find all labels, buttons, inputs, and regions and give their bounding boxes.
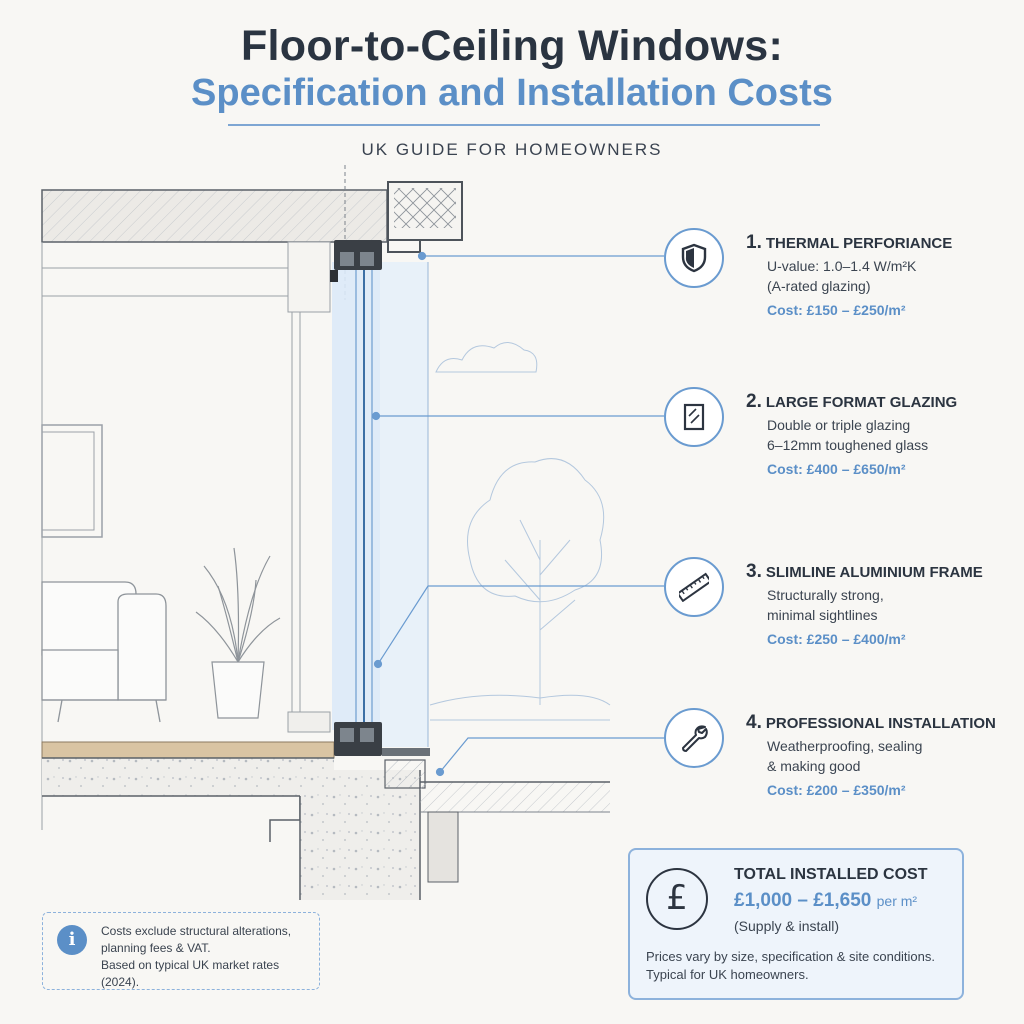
total-note: Prices vary by size, specification & sit… [646,949,936,982]
ceiling-slab [41,189,388,243]
total-title: TOTAL INSTALLED COST [734,866,928,883]
glass-pane-icon [664,387,724,447]
leader-lines [371,251,664,777]
external-ground [420,781,610,883]
callout-title: 3.SLIMLINE ALUMINIUM FRAME [746,561,983,582]
title-divider [228,124,820,126]
callout-title: 1.THERMAL PERFORIANCE [746,232,953,253]
sofa [41,581,167,723]
ruler-icon [664,557,724,617]
info-icon: i [57,925,87,955]
callout-slimline-aluminium-frame: 3.SLIMLINE ALUMINIUM FRAME Structurally … [660,557,1010,667]
pound-icon: £ [646,868,708,930]
callout-thermal-performance: 1.THERMAL PERFORIANCE U-value: 1.0–1.4 W… [660,228,1010,338]
shield-icon [664,228,724,288]
foundation [299,759,426,900]
callout-cost: Cost: £250 – £400/m² [767,631,906,647]
floor-slab [41,741,335,842]
glazing-unit [332,262,429,747]
callout-title: 4.PROFESSIONAL INSTALLATION [746,712,996,733]
callout-cost: Cost: £200 – £350/m² [767,782,906,798]
picture-frame [41,424,103,538]
callout-cost: Cost: £400 – £650/m² [767,461,906,477]
callout-title: 2.LARGE FORMAT GLAZING [746,391,958,412]
callout-description: Weatherproofing, sealing& making good [767,738,923,774]
page-title: Floor-to-Ceiling Windows: [240,22,784,70]
frame-profiles [330,240,430,756]
page-subtitle-title: Specification and Installation Costs [191,72,833,114]
total-cost-panel: £ TOTAL INSTALLED COST £1,000 – £1,650 p… [628,848,964,1000]
callout-professional-installation: 4.PROFESSIONAL INSTALLATION Weatherproof… [660,708,1010,818]
callout-cost: Cost: £150 – £250/m² [767,302,906,318]
page-kicker: UK GUIDE FOR HOMEOWNERS [361,140,663,159]
roof-insulation [387,181,463,253]
wrench-icon [664,708,724,768]
info-note-text: Costs exclude structural alterations,pla… [101,924,292,989]
potted-plant [195,547,281,719]
info-note: i Costs exclude structural alterations,p… [42,912,320,990]
total-value: £1,000 – £1,650 per m² [734,890,918,911]
pound-symbol: £ [666,878,688,918]
callout-description: U-value: 1.0–1.4 W/m²K(A-rated glazing) [767,258,917,294]
callout-large-format-glazing: 2.LARGE FORMAT GLAZING Double or triple … [660,387,1010,497]
total-subtitle: (Supply & install) [734,918,840,934]
exterior-landscape [429,342,611,721]
callout-description: Structurally strong,minimal sightlines [767,587,884,623]
